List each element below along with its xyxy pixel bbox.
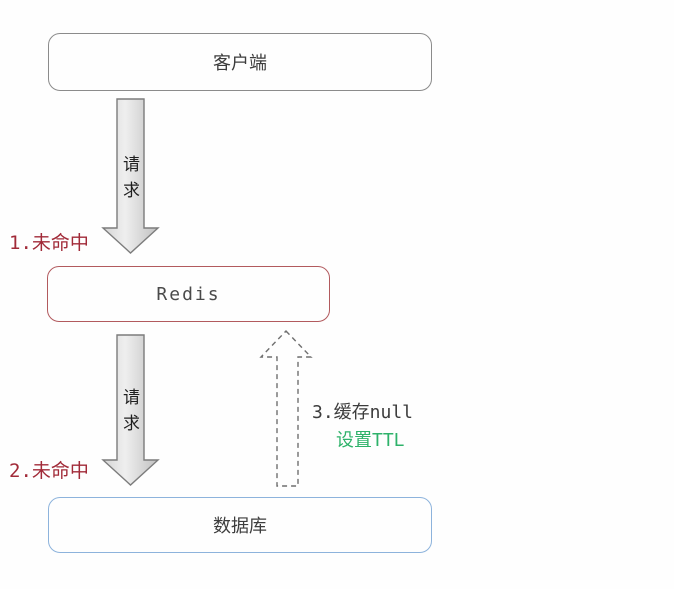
request-label-2: 请求 bbox=[119, 388, 139, 440]
node-redis: Redis bbox=[47, 266, 330, 322]
request-label-1: 请求 bbox=[119, 155, 139, 207]
annotation-miss-2: 2.未命中 bbox=[9, 460, 89, 482]
annotation-miss-1: 1.未命中 bbox=[9, 232, 89, 254]
request-arrow-client-to-redis-icon bbox=[101, 98, 160, 254]
node-client-label: 客户端 bbox=[213, 53, 267, 74]
cache-null-dashed-arrow-icon bbox=[259, 329, 313, 487]
node-database-label: 数据库 bbox=[213, 516, 267, 537]
annotation-set-ttl: 设置TTL bbox=[336, 430, 405, 451]
annotation-cache-null: 3.缓存null bbox=[312, 402, 414, 423]
node-redis-label: Redis bbox=[156, 283, 221, 305]
node-client: 客户端 bbox=[48, 33, 432, 91]
request-arrow-redis-to-database-icon bbox=[101, 334, 160, 486]
node-database: 数据库 bbox=[48, 497, 432, 553]
